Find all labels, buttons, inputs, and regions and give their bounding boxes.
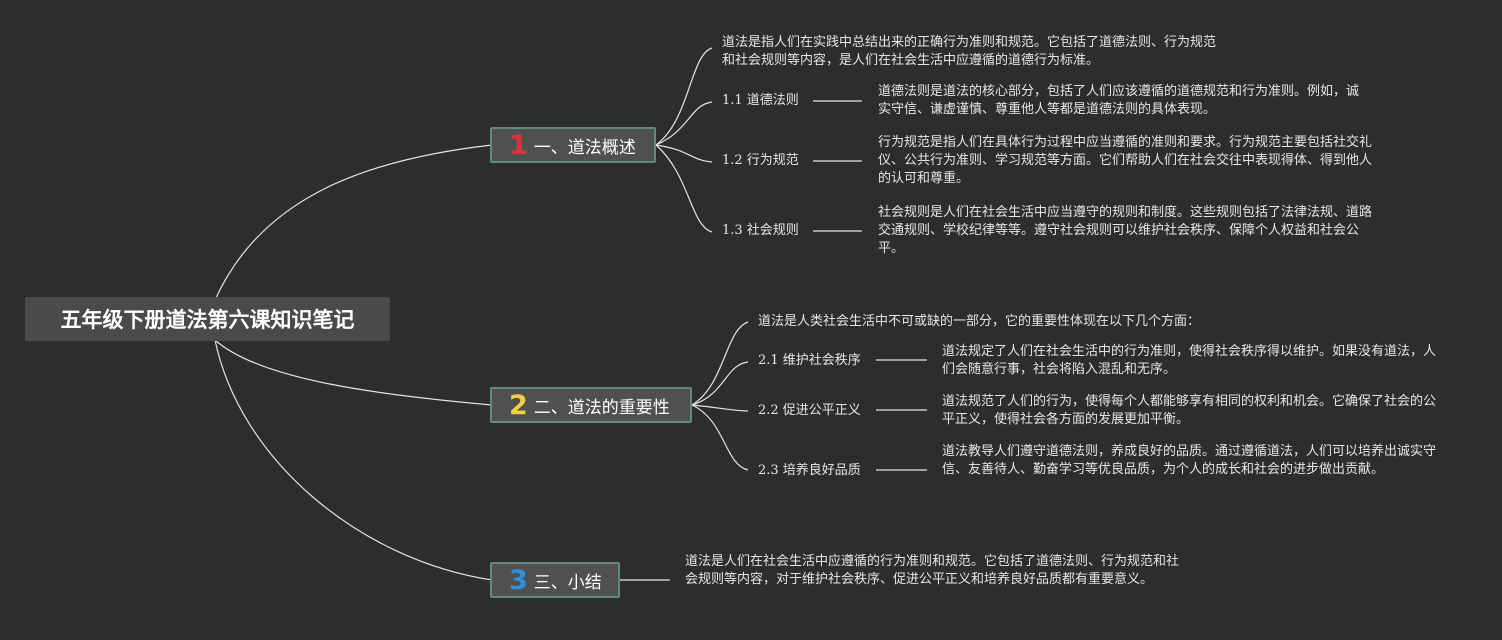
- branch-topic-1[interactable]: 1 一、道法概述: [490, 127, 656, 163]
- branch-label-1: 一、道法概述: [533, 137, 636, 158]
- sub-topic-2-3[interactable]: 2.3 培养良好品质: [758, 463, 861, 478]
- summary-text-3[interactable]: 道法是人们在社会生活中应遵循的行为准则和规范。它包括了道德法则、行为规范和社会规…: [685, 554, 1180, 587]
- sub-topic-1-2[interactable]: 1.2 行为规范: [722, 153, 799, 168]
- number-badge-3: 3: [509, 564, 528, 596]
- branch-topic-3[interactable]: 3 三、小结: [490, 562, 620, 598]
- branch-topic-2[interactable]: 2 二、道法的重要性: [490, 387, 692, 423]
- root-topic[interactable]: 五年级下册道法第六课知识笔记: [25, 297, 390, 341]
- sub-topic-2-2[interactable]: 2.2 促进公平正义: [758, 403, 861, 418]
- sub-text-1-3[interactable]: 社会规则是人们在社会生活中应当遵守的规则和制度。这些规则包括了法律法规、道路交通…: [878, 205, 1373, 256]
- sub-text-2-3[interactable]: 道法教导人们遵守道德法则，养成良好的品质。通过遵循道法，人们可以培养出诚实守信、…: [942, 444, 1437, 477]
- sub-text-1-1[interactable]: 道德法则是道法的核心部分，包括了人们应该遵循的道德规范和行为准则。例如，诚实守信…: [878, 84, 1360, 117]
- branch-label-2: 二、道法的重要性: [533, 397, 670, 418]
- number-badge-2: 2: [509, 389, 528, 421]
- sub-text-2-2[interactable]: 道法规范了人们的行为，使得每个人都能够享有相同的权利和机会。它确保了社会的公平正…: [942, 394, 1437, 427]
- branch-label-3: 三、小结: [533, 572, 602, 593]
- intro-text-1[interactable]: 道法是指人们在实践中总结出来的正确行为准则和规范。它包括了道德法则、行为规范和社…: [722, 35, 1217, 68]
- sub-text-2-1[interactable]: 道法规定了人们在社会生活中的行为准则，使得社会秩序得以维护。如果没有道法，人们会…: [942, 344, 1437, 377]
- sub-text-1-2[interactable]: 行为规范是指人们在具体行为过程中应当遵循的准则和要求。行为规范主要包括社交礼仪、…: [878, 135, 1373, 186]
- sub-topic-1-3[interactable]: 1.3 社会规则: [722, 223, 799, 238]
- intro-text-2[interactable]: 道法是人类社会生活中不可或缺的一部分，它的重要性体现在以下几个方面：: [758, 314, 1201, 329]
- root-title: 五年级下册道法第六课知识笔记: [60, 308, 355, 332]
- number-badge-1: 1: [509, 129, 528, 161]
- sub-topic-2-1[interactable]: 2.1 维护社会秩序: [758, 353, 861, 368]
- sub-topic-1-1[interactable]: 1.1 道德法则: [722, 93, 799, 108]
